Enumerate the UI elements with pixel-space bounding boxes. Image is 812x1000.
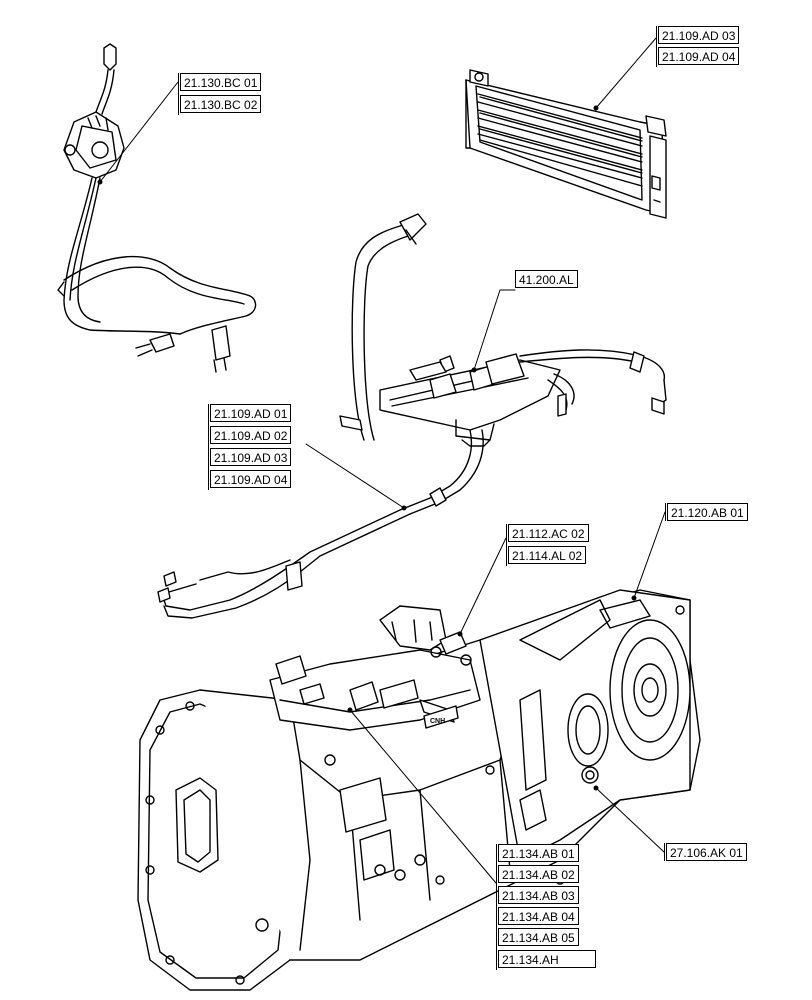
oil-cooler	[465, 69, 667, 219]
callout-group-housing-top: 21.112.AC 02 21.114.AL 02	[506, 524, 606, 566]
callout-label[interactable]: 21.134.AB 01	[498, 844, 579, 862]
callout-label[interactable]: 21.109.AD 01	[210, 404, 292, 422]
callout-label[interactable]: 21.134.AB 02	[498, 865, 579, 883]
callout-group-control-block: 21.134.AB 01 21.134.AB 02 21.134.AB 03 2…	[496, 844, 600, 970]
callout-group-harness: 41.200.AL	[515, 270, 585, 288]
callout-label[interactable]: 21.134.AB 04	[498, 907, 579, 925]
callout-label[interactable]: 21.109.AD 02	[210, 426, 292, 444]
callout-label[interactable]: 21.112.AC 02	[508, 524, 589, 542]
logo-plate	[423, 705, 459, 729]
leader-lines	[97, 37, 666, 884]
hydraulic-lines	[157, 213, 667, 619]
logo-text: CNH	[430, 718, 445, 725]
callout-label[interactable]: 21.130.BC 01	[180, 73, 262, 91]
callout-group-valve: 21.130.BC 01 21.130.BC 02	[178, 73, 278, 115]
callout-label[interactable]: 21.134.AB 03	[498, 886, 579, 904]
callout-group-rear-cover: 21.120.AB 01	[665, 503, 765, 521]
valve-assembly	[57, 43, 257, 373]
callout-label[interactable]: 27.106.AK 01	[666, 843, 747, 861]
callout-group-pipes: 21.109.AD 01 21.109.AD 02 21.109.AD 03 2…	[208, 404, 308, 490]
callout-label[interactable]: 21.134.AB 05	[498, 928, 579, 946]
callout-label[interactable]: 41.200.AL	[515, 270, 578, 288]
callout-label[interactable]: 21.109.AD 03	[658, 26, 740, 44]
callout-label[interactable]: 21.109.AD 04	[658, 47, 740, 65]
callout-label[interactable]: 21.114.AL 02	[508, 546, 587, 564]
callout-group-cooler: 21.109.AD 03 21.109.AD 04	[656, 26, 780, 67]
callout-label[interactable]: 21.120.AB 01	[667, 503, 748, 521]
transmission-housing	[137, 589, 701, 991]
callout-label[interactable]: 21.134.AH	[498, 950, 596, 968]
callout-group-drain: 27.106.AK 01	[664, 843, 764, 861]
callout-label[interactable]: 21.109.AD 03	[210, 448, 292, 466]
callout-label[interactable]: 21.109.AD 04	[210, 470, 292, 488]
callout-label[interactable]: 21.130.BC 02	[180, 95, 262, 113]
